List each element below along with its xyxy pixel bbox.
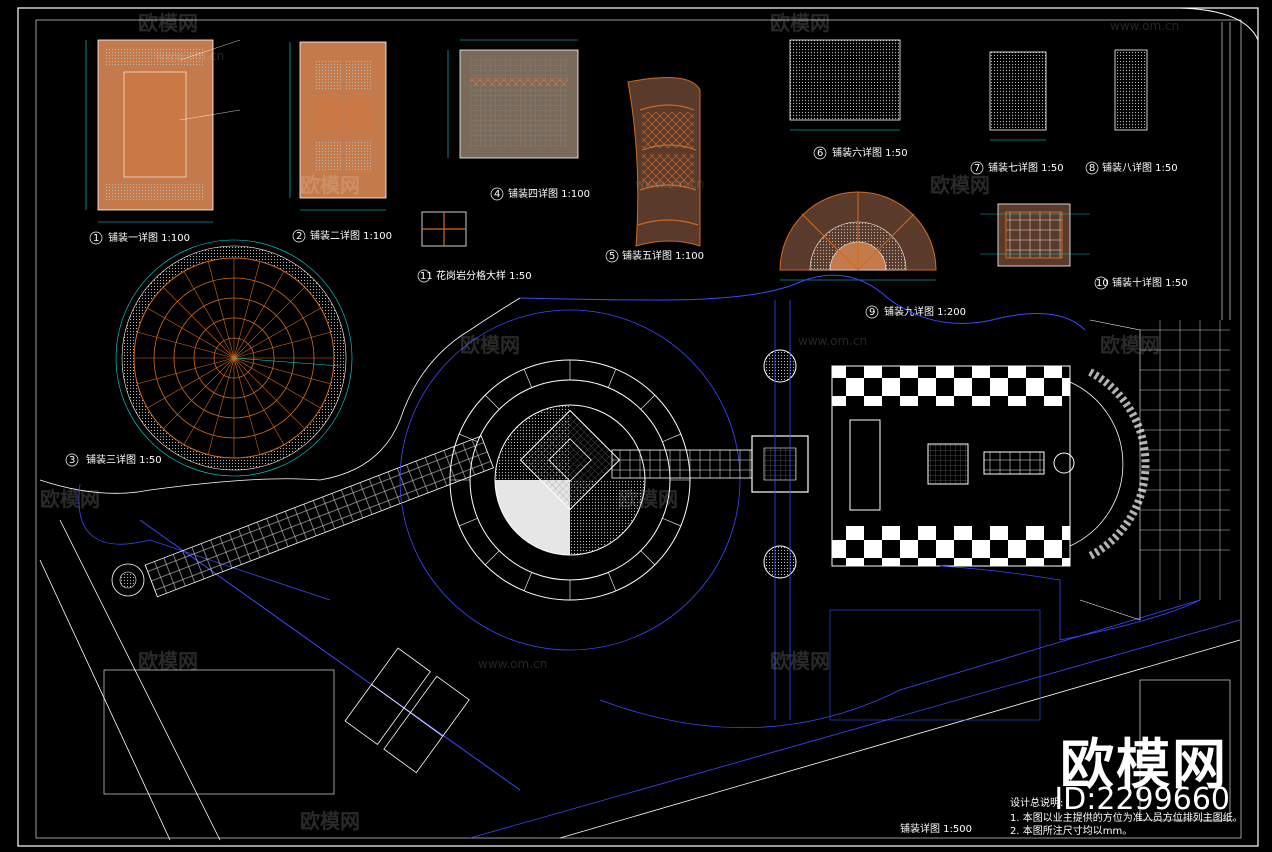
watermark-logo: 欧模网 bbox=[460, 333, 520, 357]
watermark-url: www.om.cn bbox=[478, 657, 547, 671]
detail-11-caption: 花岗岩分格大样 1:50 bbox=[436, 269, 532, 282]
detail-5-caption: 铺装五详图 1:100 bbox=[622, 249, 704, 262]
detail-10-caption: 铺装十详图 1:50 bbox=[1112, 276, 1188, 289]
detail-10-paving: 10 铺装十详图 1:50 bbox=[980, 203, 1188, 290]
detail-number: 4 bbox=[494, 189, 500, 200]
paving-spoke bbox=[163, 287, 235, 359]
detail-number: 11 bbox=[420, 271, 433, 282]
detail-number: 10 bbox=[1096, 278, 1109, 289]
paving-spoke bbox=[233, 357, 285, 445]
watermark-url: www.om.cn bbox=[1110, 19, 1179, 33]
detail-4-caption: 铺装四详图 1:100 bbox=[508, 187, 590, 200]
detail-2-paving: 2 铺装二详图 1:100 bbox=[289, 41, 392, 243]
detail-2-caption: 铺装二详图 1:100 bbox=[310, 229, 392, 242]
detail-9-paving: 9 铺装九详图 1:200 bbox=[779, 191, 966, 319]
detail-8-caption: 铺装八详图 1:50 bbox=[1102, 161, 1178, 174]
plaza-radial-line bbox=[484, 550, 500, 566]
detail-number: 3 bbox=[69, 455, 75, 466]
watermark-url: www.om.cn bbox=[635, 177, 704, 191]
detail-number: 7 bbox=[974, 163, 980, 174]
paving-spoke bbox=[233, 307, 321, 359]
detail-6-caption: 铺装六详图 1:50 bbox=[832, 146, 908, 159]
detail-number: 2 bbox=[296, 231, 302, 242]
watermark-logo: 欧模网 bbox=[138, 11, 198, 35]
detail-5-paving: 5 铺装五详图 1:100 bbox=[605, 77, 704, 263]
paving-spoke bbox=[233, 357, 305, 429]
watermark-logo: 欧模网 bbox=[40, 487, 100, 511]
plaza-radial-line bbox=[484, 394, 500, 410]
watermark-logo: 欧模网 bbox=[300, 809, 360, 833]
watermark-logo: 欧模网 bbox=[300, 173, 360, 197]
paving-spoke bbox=[233, 271, 285, 359]
paving-spoke bbox=[233, 287, 305, 359]
watermark-url: www.om.cn bbox=[798, 334, 867, 348]
detail-8-paving: 8 铺装八详图 1:50 bbox=[1085, 49, 1178, 175]
paving-spoke bbox=[147, 357, 235, 409]
brand-id-text: ID:2299660 bbox=[1054, 782, 1230, 817]
watermark-logo: 欧模网 bbox=[138, 649, 198, 673]
notes-title: 设计总说明: bbox=[1010, 796, 1063, 809]
paving-spoke bbox=[137, 331, 235, 359]
plaza-radial-line bbox=[607, 572, 617, 591]
plaza-radial-line bbox=[523, 572, 533, 591]
watermark-logo: 欧模网 bbox=[770, 11, 830, 35]
plaza-radial-line bbox=[662, 433, 681, 443]
watermark-layer: 欧模网 欧模网 欧模网 欧模网 欧模网 欧模网 欧模网 欧模网 欧模网 欧模网 … bbox=[40, 11, 1179, 833]
paving-spoke bbox=[183, 357, 235, 445]
detail-7-caption: 铺装七详图 1:50 bbox=[988, 161, 1064, 174]
plaza-radial-line bbox=[459, 433, 478, 443]
paving-spoke bbox=[233, 331, 331, 359]
paving-spoke bbox=[207, 357, 235, 455]
paving-spoke bbox=[233, 261, 261, 359]
detail-7-paving: 7 铺装七详图 1:50 bbox=[970, 51, 1064, 175]
plaza-radial-line bbox=[640, 394, 656, 410]
plaza-radial-line bbox=[459, 517, 478, 527]
site-plan bbox=[39, 274, 1241, 841]
paving-spoke bbox=[233, 357, 261, 455]
detail-3-circular-paving: 3 铺装三详图 1:50 bbox=[65, 239, 353, 477]
plaza-radial-line bbox=[662, 517, 681, 527]
detail-6-paving: 6 铺装六详图 1:50 bbox=[789, 39, 908, 160]
detail-number: 5 bbox=[609, 251, 615, 262]
plaza-radial-line bbox=[523, 369, 533, 388]
detail-number: 9 bbox=[869, 307, 875, 318]
detail-11-granite: 11 花岗岩分格大样 1:50 bbox=[417, 211, 532, 283]
watermark-url: www.om.cn bbox=[155, 49, 224, 63]
notes-line-1: 1. 本图以业主提供的方位为准入员方位排列主图纸。 bbox=[1010, 811, 1243, 824]
detail-4-paving: 4 铺装四详图 1:100 bbox=[447, 39, 590, 201]
watermark-logo: 欧模网 bbox=[618, 487, 678, 511]
plan-caption: 铺装详图 1:500 bbox=[900, 822, 972, 835]
detail-3-caption: 铺装三详图 1:50 bbox=[86, 453, 162, 466]
plaza-radial-line bbox=[640, 550, 656, 566]
notes-line-2: 2. 本图所注尺寸均以mm。 bbox=[1010, 824, 1132, 837]
detail-number: 8 bbox=[1089, 163, 1095, 174]
paving-spoke bbox=[183, 271, 235, 359]
paving-spoke bbox=[233, 357, 331, 385]
paving-spoke bbox=[233, 357, 321, 409]
brand-logo-text: 欧模网 bbox=[1060, 733, 1228, 796]
detail-9-caption: 铺装九详图 1:200 bbox=[884, 305, 966, 318]
drawing-frame bbox=[17, 7, 1259, 847]
paving-spoke bbox=[207, 261, 235, 359]
watermark-logo: 欧模网 bbox=[770, 649, 830, 673]
detail-1-paving: 1 铺装一详图 1:100 bbox=[85, 39, 241, 245]
design-notes: 设计总说明: 1. 本图以业主提供的方位为准入员方位排列主图纸。 2. 本图所注… bbox=[900, 796, 1243, 837]
plaza-radial-line bbox=[607, 369, 617, 388]
watermark-logo: 欧模网 bbox=[1100, 333, 1160, 357]
paving-spoke bbox=[147, 307, 235, 359]
paving-spoke bbox=[137, 357, 235, 385]
detail-number: 1 bbox=[93, 233, 99, 244]
watermark-logo: 欧模网 bbox=[930, 173, 990, 197]
detail-number: 6 bbox=[817, 148, 823, 159]
detail-1-caption: 铺装一详图 1:100 bbox=[108, 231, 190, 244]
paving-spoke bbox=[163, 357, 235, 429]
